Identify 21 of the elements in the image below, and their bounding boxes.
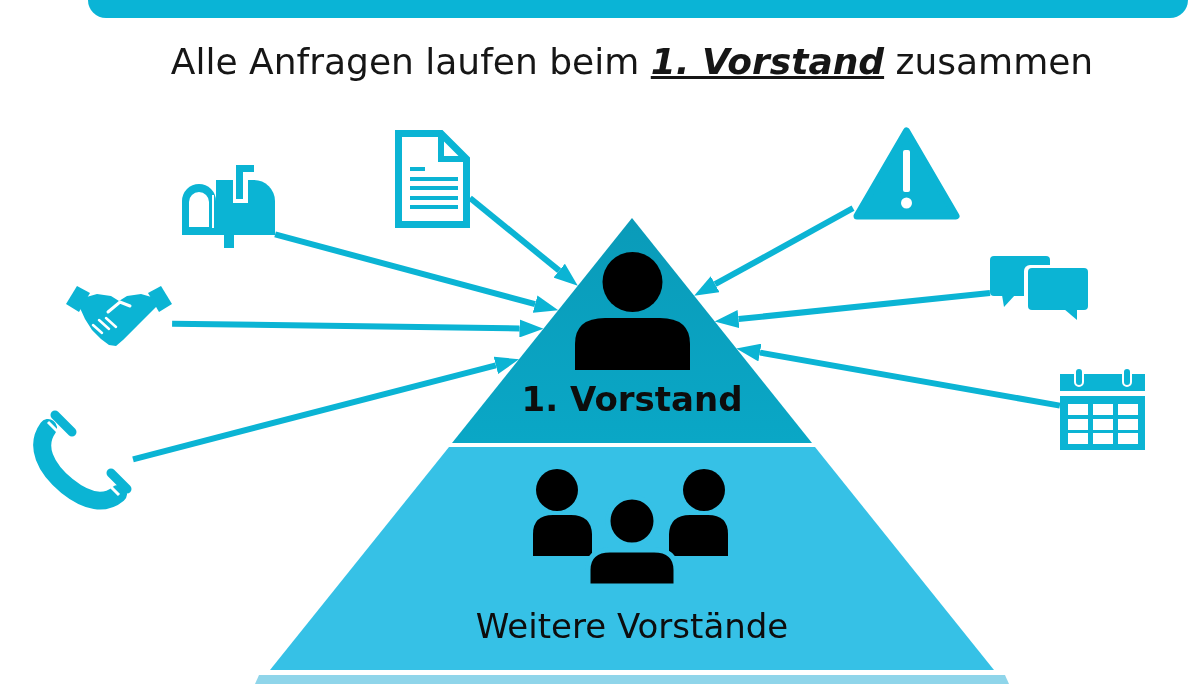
tier-label: 1. Vorstand (521, 380, 743, 420)
pyramid-base (255, 675, 1009, 684)
heading: Alle Anfragen laufen beim 1. Vorstand zusammen (170, 41, 1094, 82)
phone-icon (35, 410, 133, 507)
arrow (274, 231, 560, 314)
tier-label: Weitere Vorstände (475, 607, 789, 647)
pyramid-apex (452, 218, 812, 443)
arrow (735, 343, 1061, 409)
arrow (468, 195, 580, 289)
pyramid-tier (270, 447, 994, 670)
header-banner (88, 0, 1188, 18)
arrow (172, 319, 544, 338)
arrow (714, 290, 991, 328)
arrow (132, 356, 520, 463)
arrow (692, 205, 855, 299)
mailbox-icon (182, 165, 275, 248)
handshake-icon (66, 285, 172, 348)
document-icon (395, 130, 470, 228)
chat-icon (990, 255, 1088, 320)
calendar-icon (1060, 367, 1145, 450)
warning-icon (853, 127, 960, 220)
